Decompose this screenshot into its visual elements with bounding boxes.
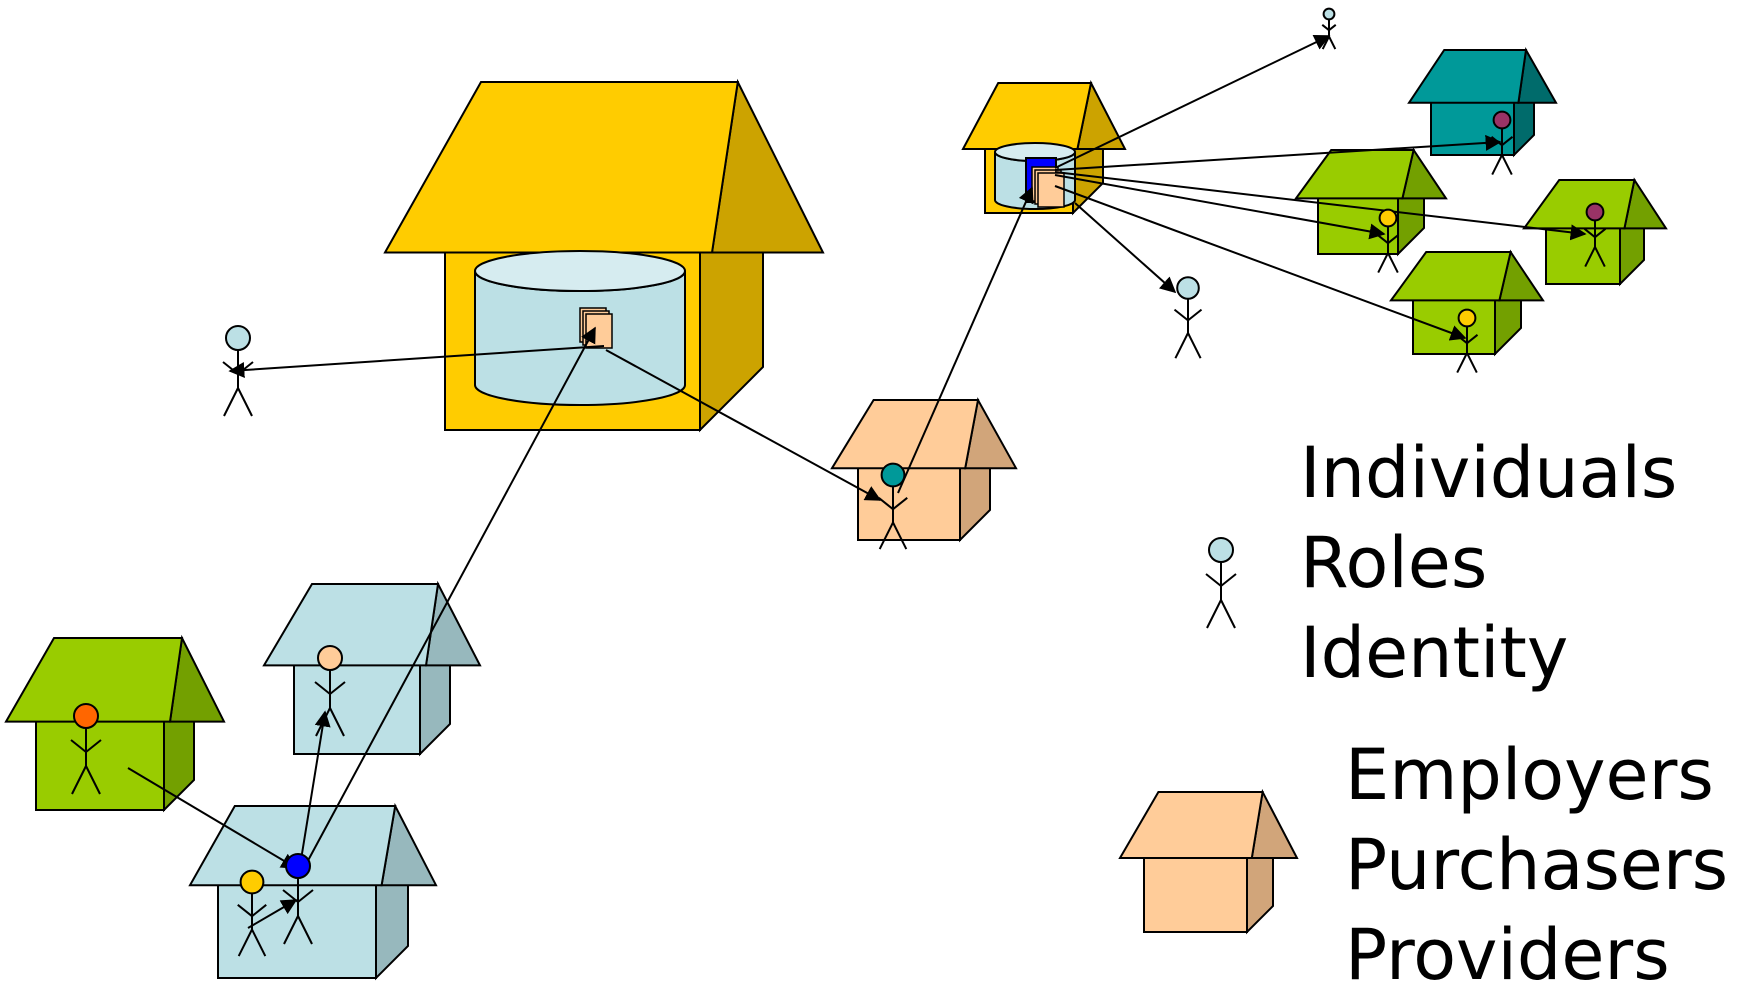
legend-house-icon xyxy=(1118,788,1299,935)
right-individual-person xyxy=(1173,276,1203,359)
legend-person-icon xyxy=(1205,537,1237,629)
arrow-central-to-individual xyxy=(228,345,605,379)
arrow-small-repo-to-teal-person xyxy=(1054,134,1502,171)
arrow-blue-person-to-central xyxy=(303,326,596,869)
lightblue-house-top xyxy=(262,580,482,757)
green1-house-person xyxy=(1376,208,1400,274)
green-provider-house xyxy=(4,634,226,813)
arrow-small-repo-to-right-individual xyxy=(1074,202,1177,294)
blue-person xyxy=(282,853,314,945)
yellow-person xyxy=(237,869,267,957)
legend-individuals-line-2: Roles xyxy=(1300,522,1488,604)
green-house-2 xyxy=(1522,177,1668,287)
arrow-small-repo-to-green2-person xyxy=(1054,171,1587,241)
central-document-stack-icon xyxy=(579,307,613,349)
legend-individuals-line-3: Identity xyxy=(1300,612,1569,694)
arrow-small-repo-to-top-person xyxy=(1054,35,1331,169)
arrow-central-to-peach-person xyxy=(605,349,882,501)
legend-organizations-line-2: Purchasers xyxy=(1345,824,1729,906)
peach-employer-house xyxy=(830,397,1018,543)
arrow-yellow-person-to-blue-person xyxy=(247,899,298,929)
legend-organizations-line-3: Providers xyxy=(1345,914,1670,996)
legend-organizations-line-1: Employers xyxy=(1345,734,1714,816)
arrow-small-repo-to-green1-person xyxy=(1054,174,1386,240)
arrow-peach-person-to-small-repo xyxy=(897,186,1034,494)
arrow-small-repo-to-green3-person xyxy=(1054,185,1467,341)
green-provider-person xyxy=(70,703,102,795)
green-house-3 xyxy=(1389,249,1545,357)
legend-organizations-text: Employers Purchasers Providers xyxy=(1345,730,1728,1000)
arrow-blue-person-to-lightblue-top-person xyxy=(299,710,331,867)
legend-individuals-line-1: Individuals xyxy=(1300,432,1678,514)
top-right-small-person xyxy=(1321,7,1337,50)
green2-house-person xyxy=(1583,202,1607,268)
teal-house xyxy=(1407,46,1558,158)
peach-house-person xyxy=(878,462,908,550)
arrow-green-person-to-blue-person xyxy=(127,767,298,869)
lightblue-top-person xyxy=(314,645,346,737)
legend-individuals-text: Individuals Roles Identity xyxy=(1300,428,1677,698)
individual-person-left xyxy=(222,325,254,417)
green3-house-person xyxy=(1455,308,1479,374)
teal-house-person xyxy=(1490,110,1514,176)
lightblue-house-bottom xyxy=(188,802,438,981)
